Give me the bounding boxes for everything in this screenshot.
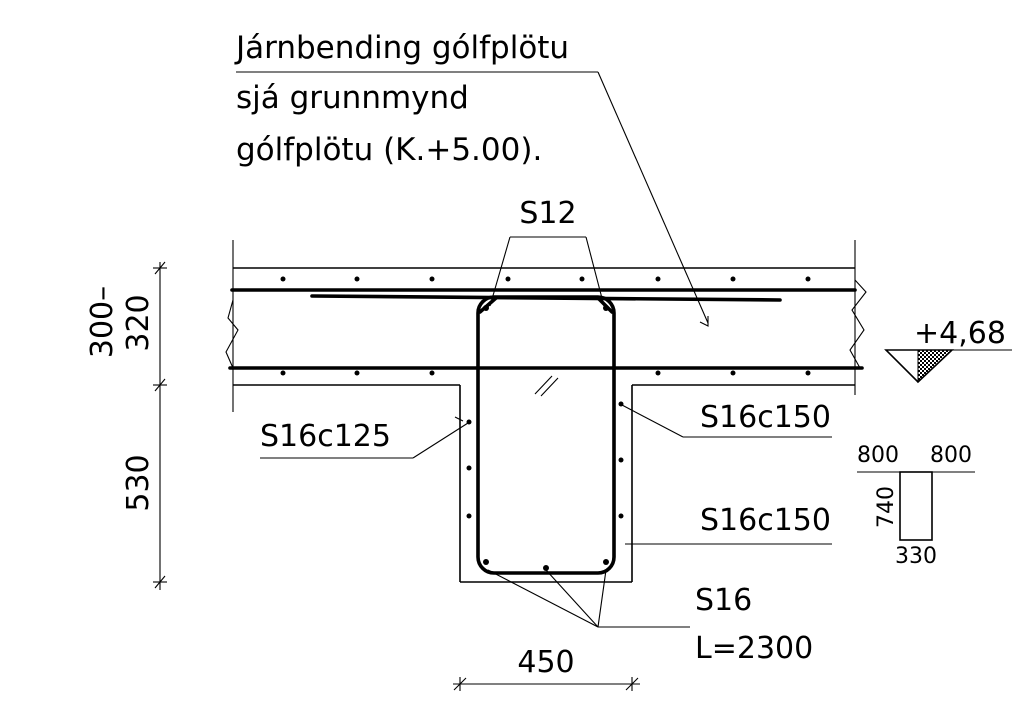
vertical-dimension: 300– 320 530 bbox=[85, 261, 167, 590]
horizontal-dimension: 450 bbox=[453, 645, 640, 691]
reinforcement-note: Járnbending gólfplötu sjá grunnmynd gólf… bbox=[234, 30, 709, 327]
s16c125-label: S16c125 bbox=[260, 419, 391, 454]
slab-reinforcement bbox=[228, 276, 864, 376]
note-line-2: sjá grunnmynd bbox=[236, 80, 469, 116]
slab-bottom-bar-dots bbox=[280, 370, 811, 376]
detail-right-dim: 800 bbox=[930, 443, 972, 468]
s16c150-lower-callout: S16c150 bbox=[625, 503, 832, 545]
dim-slab-bottom: 320 bbox=[121, 294, 156, 351]
note-line-3: gólfplötu (K.+5.00). bbox=[236, 132, 542, 168]
note-leader-arrowhead bbox=[699, 316, 709, 327]
dim-beam-width: 450 bbox=[517, 645, 574, 680]
slab-top-bar-dots bbox=[280, 276, 811, 282]
level-value: +4,68 bbox=[914, 316, 1006, 351]
beam-corner-bar-dots bbox=[483, 305, 609, 571]
s16-length-label: L=2300 bbox=[695, 631, 813, 666]
section-detail: 800 800 740 330 bbox=[857, 443, 975, 569]
detail-width-dim: 330 bbox=[895, 544, 937, 569]
s16c125-callout: S16c125 bbox=[260, 419, 469, 459]
detail-height-dim: 740 bbox=[874, 486, 899, 528]
dim-slab-top: 300– bbox=[85, 286, 120, 358]
s16-label: S16 bbox=[695, 583, 752, 618]
s16c150-upper-callout: S16c150 bbox=[621, 400, 832, 438]
s16-callout: S16 L=2300 bbox=[487, 569, 813, 666]
level-marker: +4,68 bbox=[884, 316, 1012, 384]
s16c150-upper-label: S16c150 bbox=[700, 400, 831, 435]
note-line-1: Járnbending gólfplötu bbox=[234, 30, 569, 66]
dim-beam-depth: 530 bbox=[121, 454, 156, 511]
slab-outline bbox=[225, 240, 867, 412]
beam-side-bar-dots bbox=[466, 401, 624, 519]
s12-callout: S12 bbox=[489, 196, 605, 307]
s16c150-lower-label: S16c150 bbox=[700, 503, 831, 538]
beam-reinforcement bbox=[454, 295, 624, 575]
s12-label: S12 bbox=[519, 196, 576, 231]
detail-left-dim: 800 bbox=[857, 443, 899, 468]
beam-outline bbox=[459, 385, 633, 583]
